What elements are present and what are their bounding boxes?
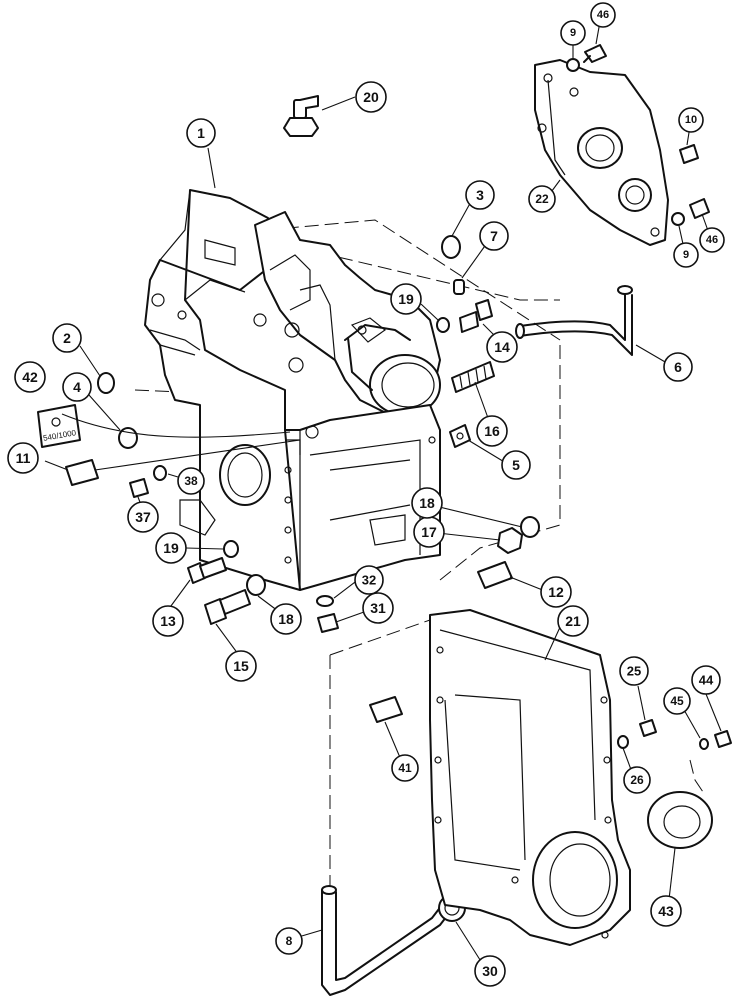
callout-label: 22 [535,192,549,206]
callout-label: 5 [512,457,520,473]
oil-tube-8 [321,885,451,996]
callout-label: 7 [490,228,498,244]
callout-label: 46 [597,9,609,21]
callout-1: 1 [186,118,216,148]
callout-label: 41 [398,761,412,775]
callout-label: 13 [160,613,176,629]
bolt-13 [187,557,227,584]
callout-2: 2 [52,323,82,353]
callout-label: 32 [362,573,376,588]
callout-26: 26 [623,766,651,794]
callout-18-right: 18 [411,487,443,519]
callout-5: 5 [501,450,531,480]
callout-31: 31 [362,592,394,624]
bolt-15 [204,589,251,625]
callout-label: 10 [685,114,697,126]
callout-32: 32 [354,565,384,595]
callout-4: 4 [62,372,92,402]
callout-label: 6 [674,359,682,375]
callout-label: 11 [16,450,31,466]
callout-3: 3 [465,180,495,210]
callout-label: 14 [494,339,510,355]
callout-label: 21 [565,613,581,629]
callout-label: 12 [548,584,564,600]
callout-label: 8 [286,934,293,948]
callout-label: 3 [476,187,484,203]
main-housing [144,189,441,591]
callout-label: 45 [670,694,684,708]
callout-label: 18 [419,495,435,511]
callout-label: 37 [135,509,151,525]
callout-9-top: 9 [560,20,586,46]
callout-label: 1 [197,125,205,141]
callout-label: 26 [630,773,644,787]
callout-21: 21 [557,605,589,637]
callout-label: 19 [163,540,179,556]
callout-20: 20 [355,81,387,113]
hardware-parts [65,95,633,996]
callout-label: 9 [570,27,576,39]
callout-22: 22 [528,185,556,213]
callout-8: 8 [275,927,303,955]
callout-45: 45 [663,687,691,715]
callout-41: 41 [391,754,419,782]
callout-12: 12 [540,576,572,608]
decal-42: 540/1000 [37,404,81,448]
callout-42: 42 [14,361,46,393]
callout-19-upper: 19 [390,283,422,315]
callouts: 1 2 3 4 5 6 7 8 9 9 10 11 12 13 14 15 16… [7,2,725,987]
callout-label: 15 [233,658,249,674]
callout-label: 18 [278,611,294,627]
callout-15: 15 [225,650,257,682]
callout-19-lower: 19 [155,532,187,564]
callout-label: 16 [484,423,500,439]
callout-label: 44 [699,673,714,688]
breather-valve [283,95,319,137]
callout-9-bottom: 9 [673,242,699,268]
callout-14: 14 [486,331,518,363]
callout-label: 25 [627,664,641,679]
leader-lines [44,15,722,964]
callout-label: 9 [683,249,689,261]
callout-11: 11 [7,442,39,474]
callout-label: 20 [363,89,379,105]
callout-38: 38 [177,467,205,495]
callout-6: 6 [663,352,693,382]
callout-label: 46 [706,234,718,246]
bushing-5 [449,424,471,448]
callout-30: 30 [474,955,506,987]
callout-44: 44 [691,665,721,695]
callout-25: 25 [619,656,649,686]
callout-label: 17 [421,524,437,540]
bearing-plate [534,44,710,246]
callout-18-lower: 18 [270,603,302,635]
bolt-14 [459,299,493,333]
callout-label: 43 [658,903,674,919]
callout-label: 2 [63,330,71,346]
callout-label: 38 [184,474,198,488]
callout-16: 16 [476,415,508,447]
oil-tube-6 [515,285,633,356]
callout-label: 30 [482,963,498,979]
callout-label: 4 [73,379,81,395]
callout-label: 42 [22,369,38,385]
callout-43: 43 [650,895,682,927]
callout-10: 10 [678,107,704,133]
rear-cover [369,609,732,946]
callout-13: 13 [152,605,184,637]
callout-label: 19 [398,291,414,307]
callout-37: 37 [127,501,159,533]
callout-17: 17 [413,516,445,548]
callout-7: 7 [479,221,509,251]
callout-46-top: 46 [590,2,616,28]
callout-label: 31 [370,600,386,616]
callout-46-bottom: 46 [699,227,725,253]
